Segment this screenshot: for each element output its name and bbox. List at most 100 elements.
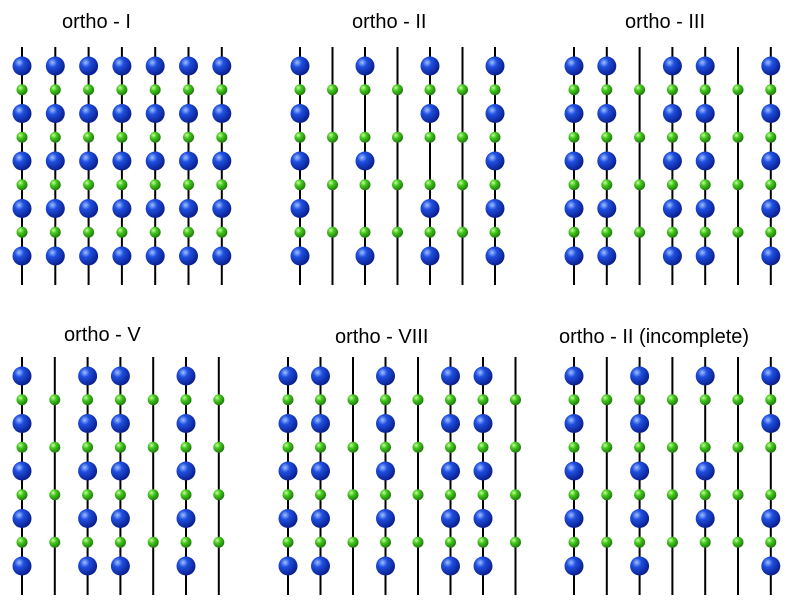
- small-atom: [568, 131, 580, 143]
- small-atom: [666, 131, 678, 143]
- small-atom: [147, 536, 159, 548]
- small-atom: [699, 536, 711, 548]
- small-atom: [477, 394, 489, 406]
- panel-title: ortho - V: [64, 324, 141, 346]
- large-atom: [112, 246, 132, 266]
- chain-diagram: [12, 357, 225, 595]
- small-atom: [601, 394, 613, 406]
- small-atom: [16, 536, 28, 548]
- chain-diagram: [278, 357, 521, 595]
- small-atom: [732, 179, 744, 191]
- small-atom: [457, 179, 468, 191]
- small-atom: [477, 489, 489, 501]
- small-atom: [347, 394, 359, 406]
- large-atom: [761, 556, 781, 576]
- small-atom: [16, 179, 28, 191]
- small-atom: [180, 489, 192, 501]
- small-atom: [457, 131, 468, 143]
- small-atom: [601, 226, 613, 238]
- small-atom: [666, 179, 678, 191]
- small-atom: [477, 536, 489, 548]
- large-atom: [145, 246, 165, 266]
- large-atom: [12, 56, 32, 76]
- large-atom: [290, 104, 310, 123]
- large-atom: [290, 56, 310, 76]
- small-atom: [315, 441, 326, 453]
- large-atom: [564, 104, 584, 123]
- small-atom: [568, 489, 580, 501]
- large-atom: [179, 56, 198, 76]
- large-atom: [311, 414, 330, 433]
- large-atom: [695, 461, 715, 481]
- large-atom: [564, 461, 584, 481]
- large-atom: [662, 104, 682, 123]
- small-atom: [699, 84, 711, 96]
- large-atom: [485, 56, 505, 76]
- small-atom: [445, 441, 456, 453]
- small-atom: [49, 394, 61, 406]
- small-atom: [424, 179, 436, 191]
- large-atom: [695, 199, 715, 218]
- small-atom: [82, 536, 94, 548]
- small-atom: [83, 131, 95, 143]
- small-atom: [489, 226, 501, 238]
- large-atom: [662, 151, 682, 171]
- large-atom: [311, 366, 330, 386]
- panel-ortho-i: ortho - I: [0, 0, 260, 300]
- small-atom: [634, 536, 646, 548]
- large-atom: [112, 151, 132, 171]
- small-atom: [510, 489, 521, 501]
- large-atom: [473, 366, 493, 386]
- large-atom: [662, 56, 682, 76]
- panel-ortho-iii: ortho - III: [545, 0, 811, 300]
- small-atom: [147, 394, 159, 406]
- small-atom: [765, 84, 777, 96]
- small-atom: [114, 489, 126, 501]
- small-atom: [510, 441, 521, 453]
- small-atom: [216, 226, 228, 238]
- panel-ortho-v: ortho - V: [0, 312, 260, 602]
- small-atom: [412, 441, 424, 453]
- large-atom: [662, 199, 682, 218]
- small-atom: [666, 226, 678, 238]
- small-atom: [16, 131, 28, 143]
- small-atom: [213, 441, 225, 453]
- small-atom: [380, 394, 391, 406]
- small-atom: [732, 489, 744, 501]
- large-atom: [761, 246, 781, 266]
- small-atom: [180, 536, 192, 548]
- small-atom: [49, 489, 61, 501]
- small-atom: [412, 489, 424, 501]
- small-atom: [216, 179, 228, 191]
- small-atom: [699, 489, 711, 501]
- small-atom: [359, 226, 371, 238]
- large-atom: [420, 199, 440, 218]
- small-atom: [183, 84, 194, 96]
- small-atom: [666, 394, 678, 406]
- large-atom: [597, 246, 617, 266]
- chain-diagram: [564, 47, 781, 285]
- large-atom: [376, 414, 395, 433]
- small-atom: [83, 226, 95, 238]
- large-atom: [278, 509, 298, 528]
- large-atom: [79, 246, 99, 266]
- small-atom: [732, 226, 744, 238]
- large-atom: [630, 414, 650, 433]
- large-atom: [473, 509, 493, 528]
- large-atom: [630, 556, 650, 576]
- small-atom: [327, 226, 338, 238]
- large-atom: [473, 556, 493, 576]
- large-atom: [355, 56, 375, 76]
- large-atom: [630, 461, 650, 481]
- small-atom: [83, 179, 95, 191]
- small-atom: [359, 179, 371, 191]
- large-atom: [311, 461, 330, 481]
- small-atom: [765, 131, 777, 143]
- small-atom: [392, 84, 403, 96]
- small-atom: [601, 179, 613, 191]
- large-atom: [112, 199, 132, 218]
- large-atom: [78, 509, 98, 528]
- large-atom: [145, 151, 165, 171]
- small-atom: [294, 226, 306, 238]
- small-atom: [149, 179, 161, 191]
